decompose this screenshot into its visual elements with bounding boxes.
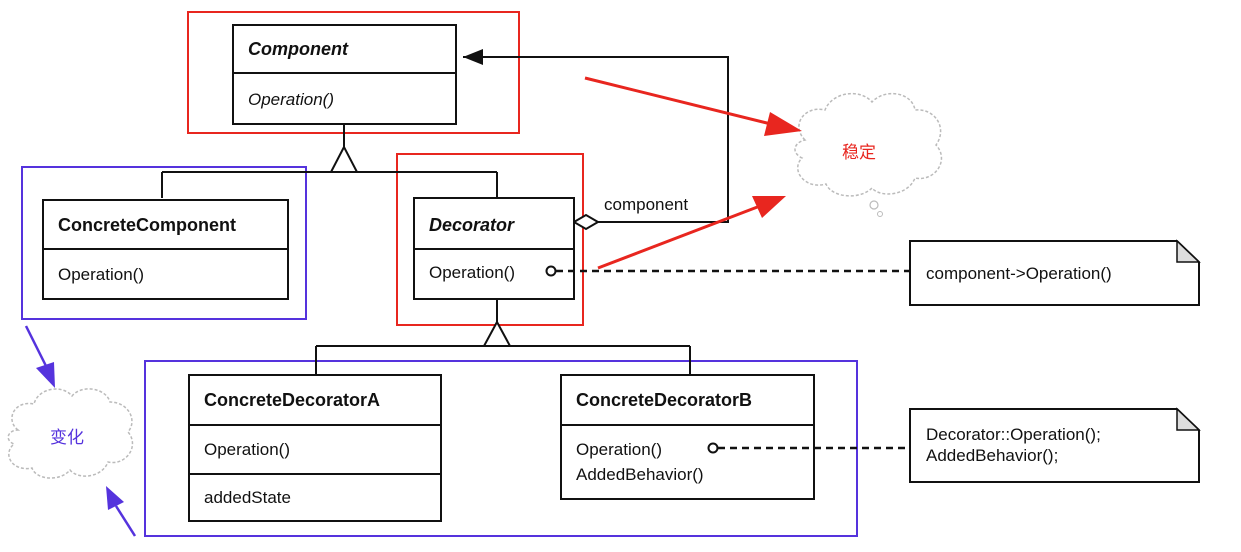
attribute: addedState	[204, 488, 291, 507]
class-concrete-decorator-b: ConcreteDecoratorB Operation() AddedBeha…	[560, 374, 815, 500]
inheritance-decorator	[315, 300, 691, 374]
inheritance-component	[161, 124, 498, 198]
stable-arrows	[584, 76, 802, 270]
note-text: AddedBehavior();	[926, 446, 1058, 465]
class-concrete-decorator-a: ConcreteDecoratorA Operation() addedStat…	[188, 374, 442, 522]
note-text: component->Operation()	[926, 264, 1112, 283]
operation: Operation()	[248, 90, 334, 109]
class-name: ConcreteDecoratorB	[576, 390, 752, 410]
aggregation-component	[463, 49, 729, 231]
operation: Operation()	[576, 440, 662, 459]
change-frame-concrete-component	[21, 166, 307, 320]
class-name: ConcreteComponent	[58, 215, 236, 235]
operation: Operation()	[204, 440, 290, 459]
class-decorator: Decorator Operation()	[413, 197, 575, 300]
stable-frame-decorator	[396, 153, 584, 326]
cloud-change: 变化	[7, 388, 134, 479]
cloud-text: 稳定	[842, 143, 876, 162]
class-component: Component Operation()	[232, 24, 457, 125]
operation: Operation()	[58, 265, 144, 284]
note-text: Decorator::Operation();	[926, 425, 1101, 444]
class-name: Component	[248, 39, 349, 59]
association-label: component	[604, 195, 688, 214]
class-name: Decorator	[429, 215, 515, 235]
class-name: ConcreteDecoratorA	[204, 390, 380, 410]
change-arrows	[24, 325, 137, 537]
class-concrete-component: ConcreteComponent Operation()	[42, 199, 289, 300]
stable-frame-component	[187, 11, 520, 134]
cloud-text: 变化	[50, 428, 84, 447]
operation: AddedBehavior()	[576, 465, 704, 484]
note-decorator: component->Operation()	[909, 239, 1201, 306]
operation: Operation()	[429, 263, 515, 282]
note-decorator-b: Decorator::Operation(); AddedBehavior();	[909, 407, 1201, 483]
cloud-stable: 稳定	[794, 92, 943, 217]
